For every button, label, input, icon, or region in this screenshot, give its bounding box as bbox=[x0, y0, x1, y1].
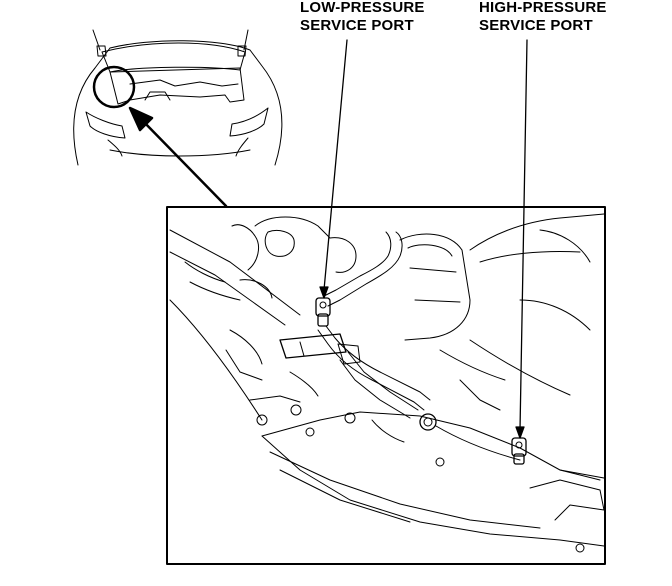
high-pressure-leader bbox=[519, 39, 528, 431]
low-pressure-service-port-label: LOW-PRESSURE SERVICE PORT bbox=[300, 0, 425, 35]
high-pressure-label-line2: SERVICE PORT bbox=[479, 17, 593, 34]
low-pressure-leader bbox=[323, 39, 348, 291]
low-pressure-arrowhead bbox=[319, 286, 329, 299]
engine-bay-detail bbox=[169, 213, 605, 553]
low-pressure-label-line1: LOW-PRESSURE bbox=[300, 0, 425, 16]
high-pressure-arrowhead bbox=[515, 426, 525, 439]
high-pressure-service-port-label: HIGH-PRESSURE SERVICE PORT bbox=[479, 0, 607, 35]
location-highlight-circle bbox=[92, 65, 136, 109]
detail-frame bbox=[166, 206, 606, 565]
high-pressure-label-line1: HIGH-PRESSURE bbox=[479, 0, 607, 16]
vehicle-front-overview bbox=[73, 29, 283, 166]
location-arrow bbox=[128, 106, 228, 208]
leader-lines bbox=[319, 39, 528, 439]
low-pressure-label-line2: SERVICE PORT bbox=[300, 17, 414, 34]
